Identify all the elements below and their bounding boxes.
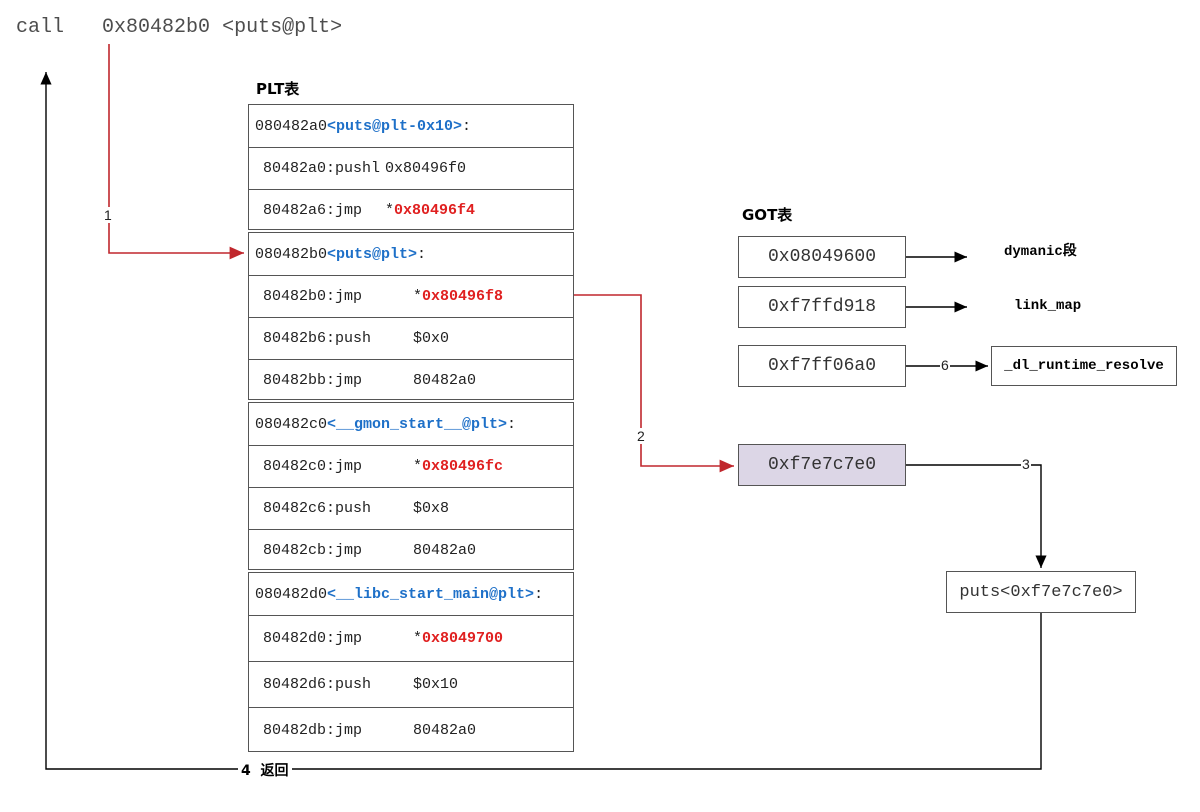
got-entry-puts: 0xf7e7c7e0 <box>738 444 906 486</box>
got-table-title: GOT表 <box>742 206 793 224</box>
step-3-label: 3 <box>1021 456 1031 472</box>
plt-instruction-row: 80482b0: jmp*0x80496f8 <box>249 275 573 317</box>
call-symbol: <puts@plt> <box>222 16 343 39</box>
plt-entry-header: 080482a0 <puts@plt-0x10>: <box>255 117 472 135</box>
plt-entry-header: 080482c0 <__gmon_start__@plt>: <box>255 415 517 433</box>
plt-symbol: <puts@plt> <box>327 245 418 263</box>
plt-entry-puts: 080482b0 <puts@plt>: 80482b0: jmp*0x8049… <box>248 232 574 400</box>
dl-runtime-resolve-box: _dl_runtime_resolve <box>991 346 1177 386</box>
step-2-label: 2 <box>636 428 646 444</box>
got-entry-resolver: 0xf7ff06a0 <box>738 345 906 387</box>
plt-entry-gmon-start: 080482c0 <__gmon_start__@plt>: 80482c0: … <box>248 402 574 570</box>
puts-function-box: puts<0xf7e7c7e0> <box>946 571 1136 613</box>
call-address: 0x80482b0 <box>102 16 211 39</box>
arrow-step-3 <box>906 464 1047 568</box>
call-instruction: call 0x80482b0 <puts@plt> <box>16 16 342 39</box>
plt-symbol: <puts@plt-0x10> <box>327 117 463 135</box>
plt-symbol: <__libc_start_main@plt> <box>327 585 535 603</box>
plt-instruction-row: 80482a6: jmp*0x80496f4 <box>249 189 573 231</box>
got-entry-linkmap: 0xf7ffd918 <box>738 286 906 328</box>
plt-instruction-row: 80482d0: jmp*0x8049700 <box>249 615 573 661</box>
plt-entry-libc-start-main: 080482d0 <__libc_start_main@plt>: 80482d… <box>248 572 574 752</box>
got-label-linkmap: link_map <box>1014 298 1082 314</box>
plt-instruction-row: 80482d6: push$0x10 <box>249 661 573 707</box>
got-label-dynamic: dymanic段 <box>1004 244 1077 260</box>
arrow-step-4 <box>40 72 1042 770</box>
plt-entry-plt0: 080482a0 <puts@plt-0x10>: 80482a0: pushl… <box>248 104 574 230</box>
plt-symbol: <__gmon_start__@plt> <box>327 415 508 433</box>
arrow-step-2 <box>573 294 734 473</box>
step-1-label: 1 <box>103 207 113 223</box>
step-6-label: 6 <box>940 357 950 373</box>
plt-instruction-row: 80482b6: push$0x0 <box>249 317 573 359</box>
got-entry-dynamic: 0x08049600 <box>738 236 906 278</box>
call-op: call <box>16 16 65 39</box>
plt-instruction-row: 80482c6: push$0x8 <box>249 487 573 529</box>
plt-instruction-row: 80482c0: jmp*0x80496fc <box>249 445 573 487</box>
plt-entry-header: 080482b0 <puts@plt>: <box>255 245 427 263</box>
step-4-return-label: 4 返回 <box>238 760 292 780</box>
arrow-step-1 <box>108 44 244 260</box>
plt-entry-header: 080482d0 <__libc_start_main@plt>: <box>255 585 544 603</box>
plt-table-title: PLT表 <box>256 80 300 98</box>
